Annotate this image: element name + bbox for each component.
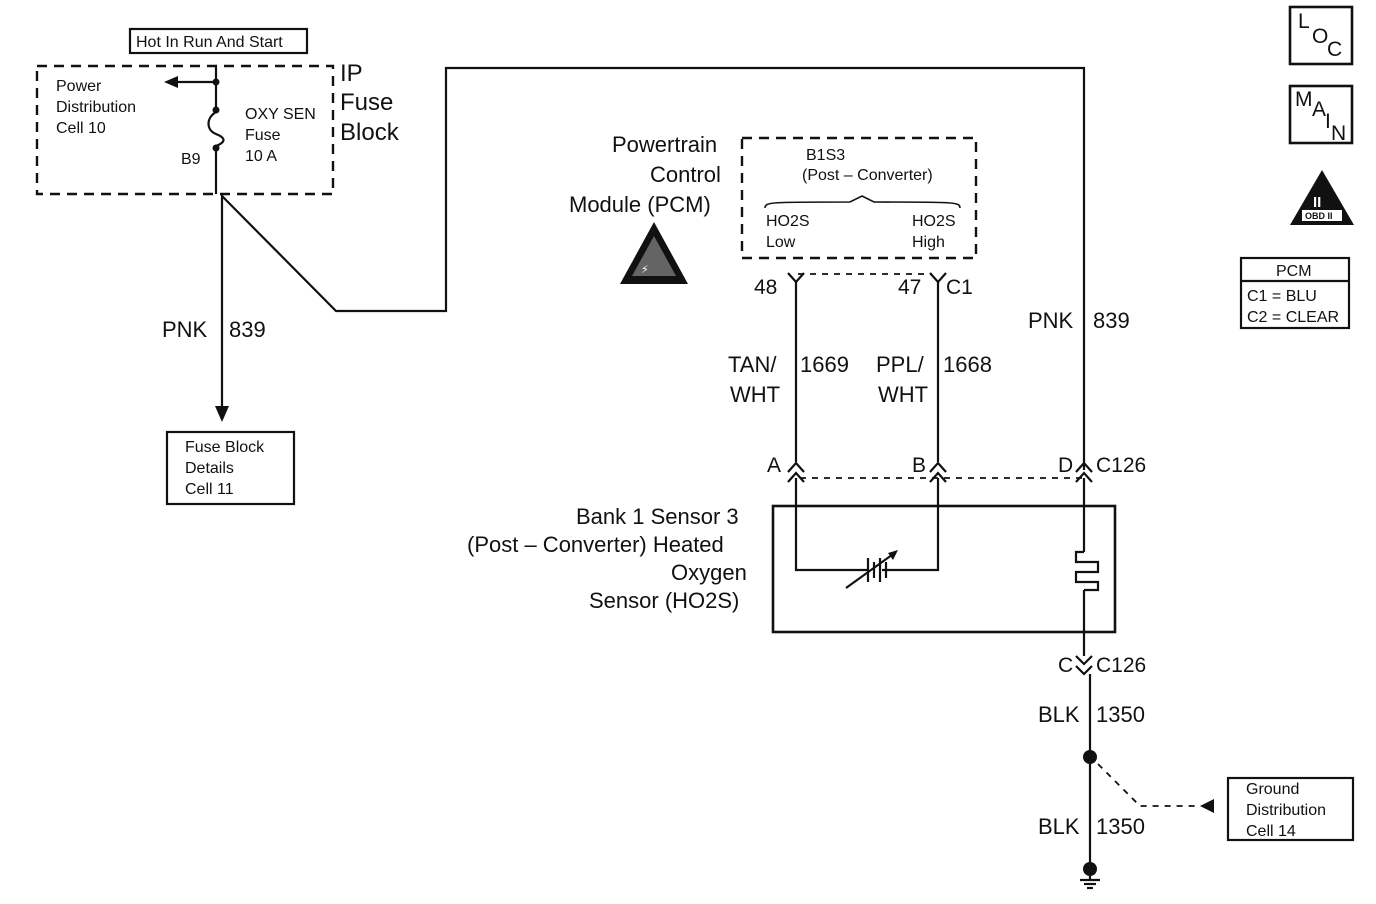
sensor-label-2: (Post – Converter) Heated [467,532,724,557]
pcm-c1-label: C1 [946,276,973,299]
ground-point [1083,862,1097,876]
blk1-color: BLK [1038,702,1080,727]
pcm-name-2: Control [650,162,721,187]
ppl-color-2: WHT [878,382,928,407]
svg-text:N: N [1331,122,1346,145]
pcm-low-2: Low [766,234,796,251]
sensor-circuit-wire [794,478,868,572]
tan-color-1: TAN/ [728,352,777,377]
ground-ref-arrow [1200,799,1214,813]
c126-pin-d-icon [1075,461,1093,483]
loc-nav-button[interactable]: L O C [1288,5,1354,66]
pcm-bracket [764,195,961,209]
power-dist-line-1: Power [56,78,102,95]
fuse-label-1: OXY SEN [245,106,316,123]
ground-dist-box[interactable] [1226,776,1355,842]
sensor-label-4: Sensor (HO2S) [589,588,739,613]
tan-num: 1669 [800,352,849,377]
svg-text:O: O [1312,25,1328,48]
pnk-left-num: 839 [229,317,266,342]
fuse-label-3: 10 A [245,148,277,165]
ground-dist-1: Ground [1246,781,1299,798]
pin-48-label: 48 [754,276,777,299]
fuse-details-box[interactable] [165,430,296,506]
obd-ii-icon[interactable]: II OBD II [1290,170,1354,225]
pin-48-icon [787,272,805,284]
pcm-connector-legend: PCM C1 = BLU C2 = CLEAR [1239,256,1351,330]
power-dist-line-2: Distribution [56,99,136,116]
svg-text:I: I [1325,110,1331,133]
ground-ref-dashline [1097,763,1196,807]
pin-47-label: 47 [898,276,921,299]
ground-icon [1080,876,1100,890]
svg-text:A: A [1312,98,1326,121]
svg-text:C: C [1327,38,1342,61]
ip-fuse-block-label-1: IP [340,60,363,87]
fuse-terminal: B9 [181,151,201,168]
blk2-num: 1350 [1096,814,1145,839]
c126-pin-c-icon [1075,655,1093,676]
legend-c1: C1 = BLU [1247,288,1317,305]
hot-label-box [128,27,309,55]
fuse-details-3: Cell 11 [185,481,234,498]
blk1-num: 1350 [1096,702,1145,727]
pcm-high-1: HO2S [912,213,956,230]
variable-cell-icon [845,550,898,589]
ip-fuse-block-label-3: Block [340,119,400,146]
c126-pin-a-icon [787,461,805,483]
c126-name-bottom: C126 [1096,654,1146,677]
ground-dist-3: Cell 14 [1246,823,1296,840]
heater-icon [1074,550,1100,592]
c126-pin-c: C [1058,654,1073,677]
c126-pin-d: D [1058,454,1073,477]
esd-sensitive-icon: ⚡ [620,222,688,284]
svg-text:⚡: ⚡ [641,264,649,276]
pcm-name-3: Module (PCM) [569,192,711,217]
power-dist-line-3: Cell 10 [56,120,106,137]
ppl-num: 1668 [943,352,992,377]
c126-name-top: C126 [1096,454,1146,477]
c126-pin-a: A [767,454,781,477]
ppl-color-1: PPL/ [876,352,925,377]
sensor-circuit-wire-right [882,478,940,572]
fuse-icon [207,111,225,148]
ip-fuse-block-outline [35,64,335,196]
c126-pin-b-icon [929,461,947,483]
svg-text:OBD II: OBD II [1305,211,1333,221]
hot-label: Hot In Run And Start [136,34,283,51]
pcm-outline [740,136,978,260]
pcm-low-1: HO2S [766,213,810,230]
legend-c2: C2 = CLEAR [1247,309,1339,326]
pcm-name-1: Powertrain [612,132,717,157]
blk2-color: BLK [1038,814,1080,839]
pnk-left-color: PNK [162,317,208,342]
pnk-right-color: PNK [1028,308,1074,333]
pcm-high-2: High [912,234,945,251]
fuse-details-arrow [215,406,229,422]
fuse-label-2: Fuse [245,127,281,144]
ip-fuse-block-label-2: Fuse [340,89,393,116]
feed-splice [212,78,220,86]
power-dist-arrow-head [164,76,178,88]
legend-title: PCM [1276,263,1312,280]
main-nav-button[interactable]: M A I N [1288,84,1354,145]
c126-pin-b: B [912,454,926,477]
fuse-top-dot [212,106,220,114]
sensor-label-3: Oxygen [671,560,747,585]
sensor-label-1: Bank 1 Sensor 3 [576,504,739,529]
pnk-route-wire [221,66,1086,470]
fuse-details-1: Fuse Block [185,439,265,456]
fuse-details-2: Details [185,460,234,477]
pnk-right-num: 839 [1093,308,1130,333]
pcm-post-converter: (Post – Converter) [802,167,933,184]
svg-text:II: II [1313,194,1321,211]
svg-text:L: L [1298,10,1310,33]
svg-text:M: M [1295,88,1313,111]
pcm-b1s3: B1S3 [806,147,845,164]
ground-dist-2: Distribution [1246,802,1326,819]
tan-color-2: WHT [730,382,780,407]
sensor-box [771,504,1117,634]
pin-47-icon [929,272,947,284]
